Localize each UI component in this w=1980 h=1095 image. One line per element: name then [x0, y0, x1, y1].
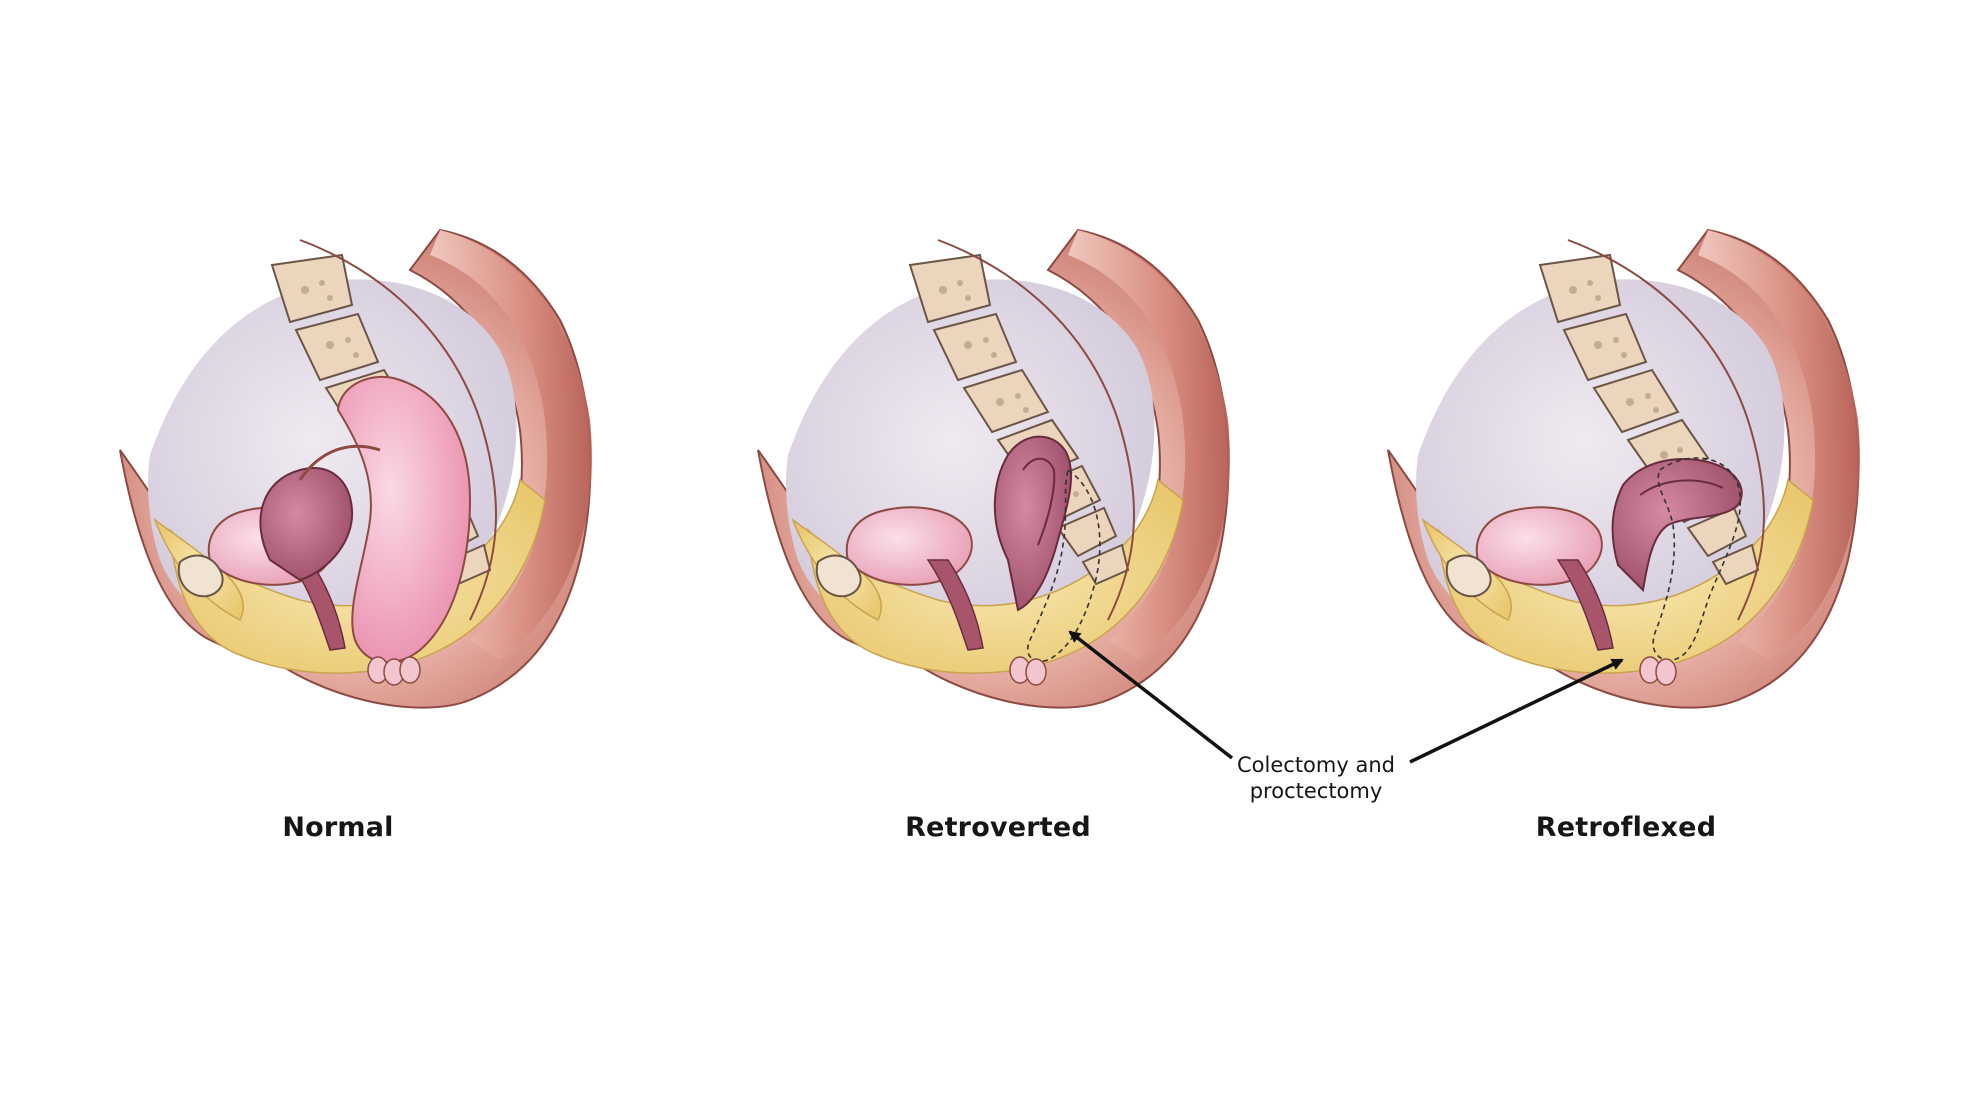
panel-retroflexed: [1387, 229, 1861, 709]
panel-normal: [119, 229, 593, 709]
annotation-line-2: proctectomy: [1249, 779, 1383, 803]
arrow-to-retroflexed: [1409, 658, 1624, 764]
annotation-label: Colectomy and proctectomy: [1237, 752, 1395, 804]
caption-normal: Normal: [282, 812, 394, 843]
caption-retroverted: Retroverted: [905, 812, 1091, 843]
arrow-to-retroverted: [1068, 630, 1234, 760]
caption-retroflexed: Retroflexed: [1535, 812, 1717, 843]
panel-retroverted: [757, 229, 1231, 709]
annotation-line-1: Colectomy and: [1237, 753, 1395, 777]
